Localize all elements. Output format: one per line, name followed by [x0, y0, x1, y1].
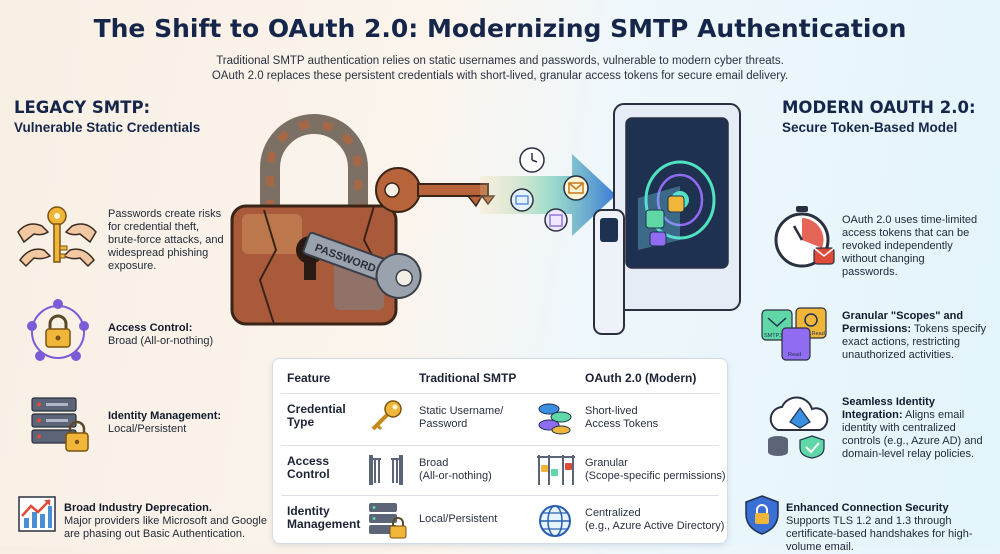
- legacy-item-credential-risk-text: Passwords create risks for credential th…: [108, 208, 224, 272]
- feature-line: Type: [287, 415, 315, 429]
- table-header-oauth: OAuth 2.0 (Modern): [585, 371, 697, 385]
- modern-item-tls-label: Enhanced Connection Security: [786, 502, 949, 514]
- open-gate-icon: [369, 455, 403, 485]
- scopes-icon: SMTP.Send Mail.Read Read: [761, 307, 827, 361]
- oauth-line: Granular: [585, 457, 628, 469]
- legacy-item-deprecation-text: Major providers like Microsoft and Googl…: [64, 515, 267, 540]
- feature-line: Access: [287, 454, 330, 468]
- smtp-line: (All-or-nothing): [419, 470, 492, 482]
- legacy-item-access-control: Access Control: Broad (All-or-nothing): [108, 322, 248, 348]
- modern-subheading: Secure Token-Based Model: [782, 120, 958, 135]
- network-lock-icon: [27, 299, 89, 361]
- token-stack-icon: [538, 403, 572, 435]
- shield-lock-icon: [745, 495, 779, 535]
- gold-key-icon: [371, 400, 402, 431]
- modern-item-identity-label: Seamless Identity Integration:: [842, 396, 935, 421]
- modern-item-scopes-text: Tokens specify exact actions, restrictin…: [842, 323, 987, 361]
- modern-item-tokens-text: OAuth 2.0 uses time-limited access token…: [842, 214, 978, 278]
- table-row-credential-oauth: Short-lived Access Tokens: [585, 405, 658, 431]
- modern-heading-block: MODERN OAUTH 2.0: Secure Token-Based Mod…: [782, 98, 976, 135]
- table-row-identity-oauth: Centralized (e.g., Azure Active Director…: [585, 507, 724, 533]
- table-header-feature: Feature: [287, 371, 331, 385]
- modern-item-identity-text: Aligns email identity with centralized c…: [842, 409, 983, 460]
- smtp-line: Local/Persistent: [419, 513, 498, 525]
- globe-icon: [539, 505, 571, 537]
- legacy-heading-block: LEGACY SMTP: Vulnerable Static Credentia…: [14, 98, 200, 135]
- table-divider: [281, 445, 719, 446]
- modern-item-tls-text: Supports TLS 1.2 and 1.3 through certifi…: [786, 515, 973, 553]
- rusty-key-icon: [375, 167, 496, 213]
- page-title: The Shift to OAuth 2.0: Modernizing SMTP…: [93, 14, 907, 43]
- scope-label-send: SMTP.Send: [764, 333, 793, 339]
- declining-chart-icon: [18, 496, 56, 532]
- token-terminal-icon: [593, 103, 741, 335]
- calendar-token-icon: [544, 208, 568, 232]
- scope-label-read: Mail.Read: [800, 331, 825, 337]
- oauth-line: Short-lived: [585, 405, 638, 417]
- legacy-item-identity-label: Identity Management:: [108, 410, 222, 422]
- feature-line: Management: [287, 517, 361, 531]
- oauth-line: Access Tokens: [585, 418, 659, 430]
- subtitle-line-2: OAuth 2.0 replaces these persistent cred…: [211, 70, 789, 82]
- subtitle-line-1: Traditional SMTP authentication relies o…: [216, 55, 784, 67]
- legacy-item-identity: Identity Management: Local/Persistent: [108, 410, 248, 436]
- scope-label-short: Read: [788, 352, 801, 358]
- feature-line: Credential: [287, 402, 346, 416]
- feature-line: Control: [287, 467, 330, 481]
- stopwatch-icon: [774, 206, 835, 268]
- table-row-credential-smtp: Static Username/ Password: [419, 405, 503, 431]
- legacy-item-access-control-text: Broad (All-or-nothing): [108, 335, 214, 347]
- table-row-access-smtp: Broad (All-or-nothing): [419, 457, 492, 483]
- table-divider: [281, 393, 719, 394]
- mail-token-icon: [563, 175, 589, 201]
- token-flow-arrow: [480, 147, 616, 236]
- oauth-line: Centralized: [585, 507, 641, 519]
- table-row-credential-feature: Credential Type: [287, 403, 346, 429]
- locked-gates-icon: [537, 455, 575, 485]
- legacy-heading: LEGACY SMTP:: [14, 98, 151, 117]
- page-subtitle: Traditional SMTP authentication relies o…: [150, 54, 850, 84]
- cloud-identity-icon: [768, 396, 829, 459]
- modern-item-identity: Seamless Identity Integration: Aligns em…: [842, 396, 992, 461]
- hands-key-icon: [17, 206, 97, 268]
- legacy-item-deprecation: Broad Industry Deprecation. Major provid…: [64, 502, 274, 541]
- password-key-icon: PASSWORD: [302, 231, 422, 299]
- table-row-identity-feature: Identity Management: [287, 505, 360, 531]
- feature-line: Identity: [287, 504, 330, 518]
- oauth-line: (e.g., Azure Active Directory): [585, 520, 725, 532]
- legacy-item-credential-risk: Passwords create risks for credential th…: [108, 208, 228, 273]
- legacy-item-identity-text: Local/Persistent: [108, 423, 187, 435]
- table-row-access-feature: Access Control: [287, 455, 330, 481]
- table-header-smtp: Traditional SMTP: [419, 371, 517, 385]
- legacy-item-access-control-label: Access Control:: [108, 322, 193, 334]
- modern-item-tokens: OAuth 2.0 uses time-limited access token…: [842, 214, 982, 279]
- smtp-line: Password: [419, 418, 468, 430]
- modern-item-tls: Enhanced Connection Security Supports TL…: [786, 502, 996, 554]
- oauth-line: (Scope-specific permissions): [585, 470, 726, 482]
- table-divider: [281, 495, 719, 496]
- server-lock-icon: [31, 397, 89, 452]
- modern-item-scopes: Granular "Scopes" and Permissions: Token…: [842, 310, 992, 362]
- table-row-access-oauth: Granular (Scope-specific permissions): [585, 457, 726, 483]
- modern-item-scopes-label: Granular "Scopes" and Permissions:: [842, 310, 964, 335]
- table-row-identity-smtp: Local/Persistent: [419, 513, 497, 526]
- comparison-table: Feature Traditional SMTP OAuth 2.0 (Mode…: [272, 358, 728, 544]
- modern-heading: MODERN OAUTH 2.0:: [782, 98, 976, 117]
- envelope-token-icon: [510, 188, 534, 212]
- smtp-line: Static Username/: [419, 405, 504, 417]
- legacy-subheading: Vulnerable Static Credentials: [14, 120, 201, 135]
- local-server-icon: [369, 503, 407, 539]
- legacy-item-deprecation-label: Broad Industry Deprecation.: [64, 502, 212, 514]
- smtp-line: Broad: [419, 457, 449, 469]
